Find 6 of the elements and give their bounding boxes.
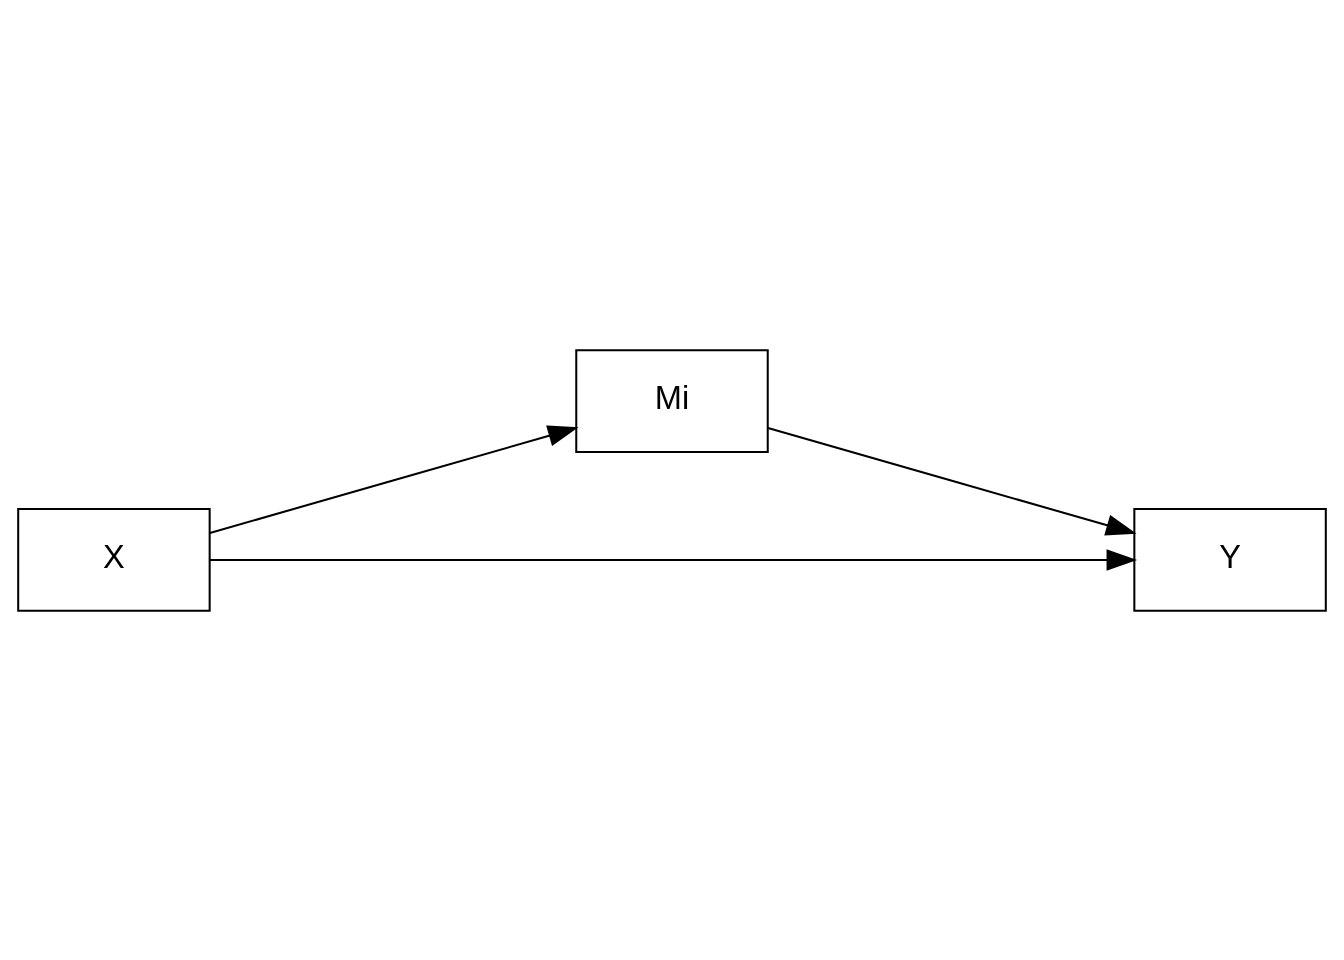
node-box: Mi — [575, 348, 769, 453]
node-box: Y — [1133, 507, 1327, 612]
node-box: X — [17, 507, 211, 612]
arrow — [767, 426, 1137, 536]
arrow — [209, 424, 579, 534]
arrow — [209, 548, 1138, 571]
